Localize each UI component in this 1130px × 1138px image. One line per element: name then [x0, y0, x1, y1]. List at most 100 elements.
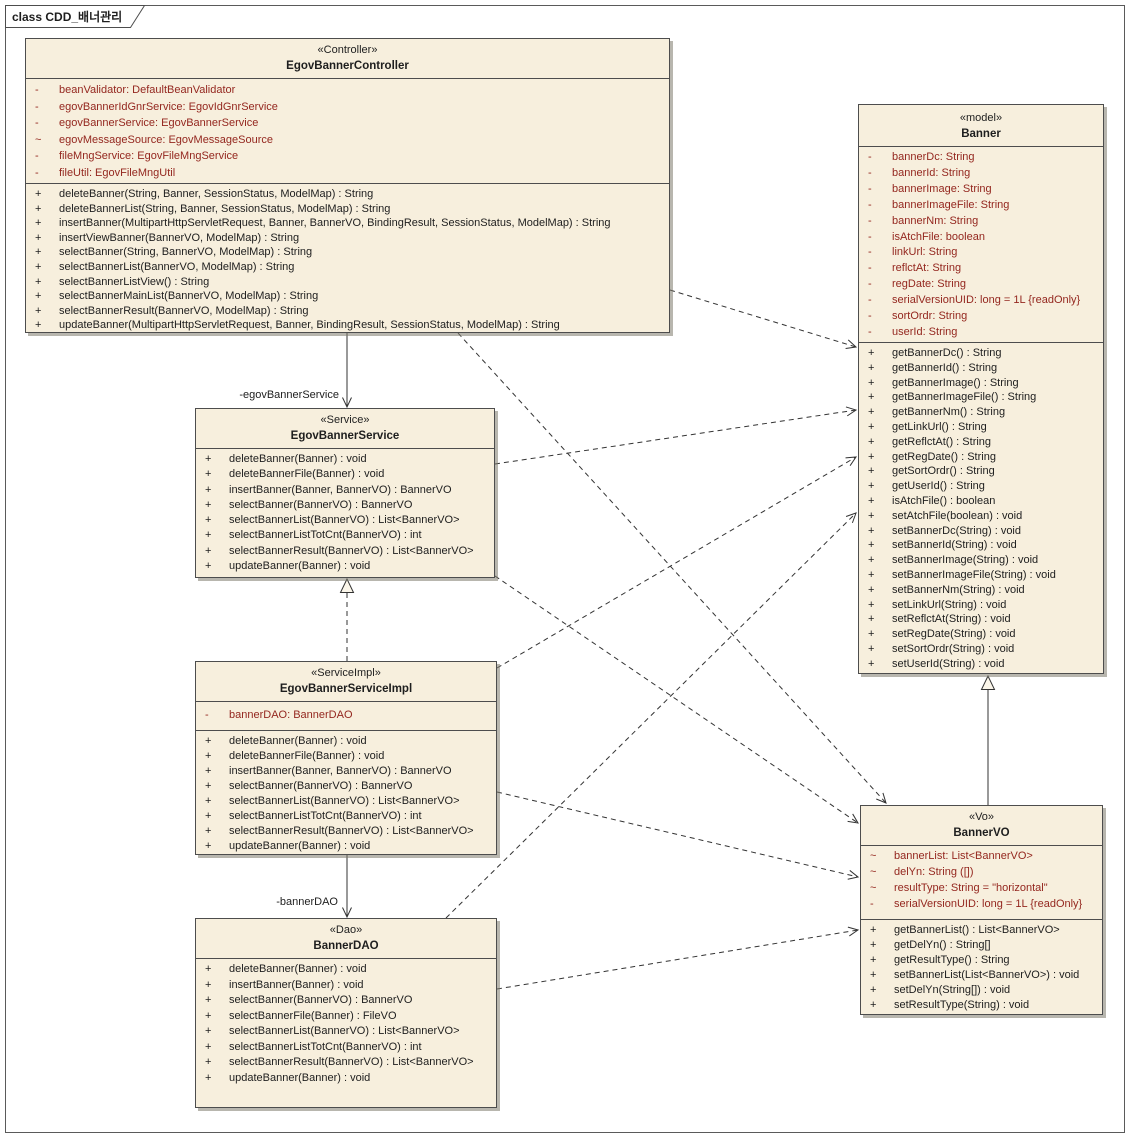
dependency-controller-banner[interactable]: [669, 289, 858, 350]
class-header: «Controller» EgovBannerController: [26, 39, 669, 79]
member-text: resultType: String = "horizontal": [894, 881, 1048, 894]
member-text: bannerNm: String: [892, 214, 979, 227]
member-text: getBannerImageFile() : String: [892, 391, 1037, 404]
class-header: «Service» EgovBannerService: [196, 409, 494, 449]
member-text: insertBanner(MultipartHttpServletRequest…: [59, 217, 611, 230]
member-row: +setAtchFile(boolean) : void: [859, 509, 1103, 524]
class-bannerdao[interactable]: «Dao» BannerDAO +deleteBanner(Banner) : …: [195, 918, 497, 1108]
member-row: +insertBanner(MultipartHttpServletReques…: [26, 216, 669, 231]
member-text: selectBannerList(BannerVO, ModelMap) : S…: [59, 260, 295, 273]
member-row: -serialVersionUID: long = 1L {readOnly}: [859, 293, 1103, 309]
methods-compartment: +deleteBanner(Banner) : void+deleteBanne…: [196, 730, 496, 854]
class-bannervo[interactable]: «Vo» BannerVO ~bannerList: List<BannerVO…: [860, 805, 1103, 1015]
member-text: userId: String: [892, 325, 958, 338]
member-row: +selectBannerFile(Banner) : FileVO: [196, 1009, 496, 1025]
member-row: +setBannerDc(String) : void: [859, 524, 1103, 539]
member-text: egovBannerIdGnrService: EgovIdGnrService: [59, 100, 278, 113]
member-text: setBannerId(String) : void: [892, 539, 1017, 552]
generalization-triangle-icon: [980, 674, 996, 690]
member-row: +setBannerImage(String) : void: [859, 553, 1103, 568]
dependency-serviceimpl-bannervo[interactable]: [496, 791, 860, 880]
visibility-marker: +: [205, 1009, 212, 1022]
visibility-marker: +: [205, 544, 212, 557]
member-row: ~egovMessageSource: EgovMessageSource: [26, 132, 669, 149]
member-row: +selectBanner(BannerVO) : BannerVO: [196, 993, 496, 1009]
visibility-marker: -: [35, 100, 39, 113]
member-row: +getRegDate() : String: [859, 450, 1103, 465]
member-row: +setBannerList(List<BannerVO>) : void: [861, 968, 1102, 983]
member-row: +selectBannerList(BannerVO) : List<Banne…: [196, 1024, 496, 1040]
visibility-marker: +: [35, 188, 42, 200]
class-name: BannerVO: [953, 827, 1010, 839]
member-row: +getUserId() : String: [859, 479, 1103, 494]
member-row: -regDate: String: [859, 277, 1103, 293]
member-row: +deleteBanner(Banner) : void: [196, 734, 496, 749]
member-row: +selectBannerListView() : String: [26, 275, 669, 290]
member-row: -bannerDAO: BannerDAO: [196, 705, 496, 725]
member-row: +deleteBanner(Banner) : void: [196, 962, 496, 978]
member-text: getResultType() : String: [894, 954, 1010, 966]
member-text: setBannerImageFile(String) : void: [892, 568, 1056, 581]
member-text: setBannerDc(String) : void: [892, 524, 1021, 537]
visibility-marker: +: [868, 480, 875, 493]
dependency-controller-bannervo[interactable]: [457, 332, 887, 804]
visibility-marker: +: [868, 642, 875, 655]
member-text: bannerImage: String: [892, 182, 992, 195]
visibility-marker: +: [205, 780, 212, 792]
member-row: -serialVersionUID: long = 1L {readOnly}: [861, 897, 1102, 913]
visibility-marker: +: [870, 999, 877, 1011]
member-text: serialVersionUID: long = 1L {readOnly}: [892, 294, 1081, 307]
member-text: bannerImageFile: String: [892, 198, 1010, 211]
visibility-marker: +: [205, 765, 212, 777]
dependency-serviceimpl-banner[interactable]: [496, 456, 858, 669]
member-row: +selectBannerListTotCnt(BannerVO) : int: [196, 1040, 496, 1056]
visibility-marker: +: [205, 795, 212, 807]
visibility-marker: -: [868, 230, 872, 243]
member-row: +getBannerImage() : String: [859, 376, 1103, 391]
visibility-marker: +: [205, 963, 212, 975]
class-name: BannerDAO: [313, 940, 379, 952]
dependency-dao-bannervo[interactable]: [496, 926, 860, 990]
visibility-marker: ~: [870, 865, 877, 878]
realization-triangle-icon: [339, 577, 355, 593]
visibility-marker: +: [35, 260, 42, 273]
visibility-marker: -: [868, 198, 872, 211]
member-row: +setDelYn(String[]) : void: [861, 983, 1102, 998]
stereotype-label: «ServiceImpl»: [311, 667, 381, 679]
visibility-marker: -: [868, 310, 872, 323]
member-text: deleteBannerFile(Banner) : void: [229, 750, 385, 762]
visibility-marker: +: [205, 750, 212, 762]
dependency-service-banner[interactable]: [494, 406, 858, 465]
visibility-marker: +: [35, 231, 42, 244]
class-banner[interactable]: «model» Banner -bannerDc: String-bannerI…: [858, 104, 1104, 674]
class-header: «ServiceImpl» EgovBannerServiceImpl: [196, 662, 496, 702]
dependency-service-bannervo[interactable]: [494, 575, 859, 824]
member-row: +selectBannerResult(BannerVO) : List<Ban…: [196, 544, 494, 559]
visibility-marker: +: [205, 1025, 212, 1037]
visibility-marker: -: [205, 709, 209, 721]
class-egovbannercontroller[interactable]: «Controller» EgovBannerController -beanV…: [25, 38, 670, 333]
class-egovbannerservice[interactable]: «Service» EgovBannerService +deleteBanne…: [195, 408, 495, 578]
member-text: selectBannerResult(BannerVO) : List<Bann…: [229, 825, 474, 837]
dependency-dao-banner[interactable]: [445, 512, 857, 919]
member-row: - egovBannerIdGnrService: EgovIdGnrServic…: [26, 99, 669, 116]
member-text: updateBanner(Banner) : void: [229, 1071, 371, 1084]
member-row: -bannerDc: String: [859, 150, 1103, 166]
member-row: -fileUtil: EgovFileMngUtil: [26, 165, 669, 182]
visibility-marker: +: [868, 376, 875, 389]
member-row: +getDelYn() : String[]: [861, 938, 1102, 953]
member-row: -linkUrl: String: [859, 245, 1103, 261]
class-egovbannerserviceimpl[interactable]: «ServiceImpl» EgovBannerServiceImpl -ban…: [195, 661, 497, 855]
member-text: egovMessageSource: EgovMessageSource: [59, 133, 274, 146]
member-text: selectBannerListTotCnt(BannerVO) : int: [229, 810, 422, 822]
member-row: +getBannerDc() : String: [859, 346, 1103, 361]
member-text: reflctAt: String: [892, 262, 962, 275]
member-text: selectBanner(String, BannerVO, ModelMap)…: [59, 246, 313, 259]
member-row: +setBannerNm(String) : void: [859, 583, 1103, 598]
member-row: +deleteBannerList(String, Banner, Sessio…: [26, 202, 669, 217]
member-row: -reflctAt: String: [859, 261, 1103, 277]
visibility-marker: +: [868, 657, 875, 670]
member-row: -sortOrdr: String: [859, 309, 1103, 325]
visibility-marker: -: [35, 117, 39, 129]
visibility-marker: -: [35, 84, 39, 96]
